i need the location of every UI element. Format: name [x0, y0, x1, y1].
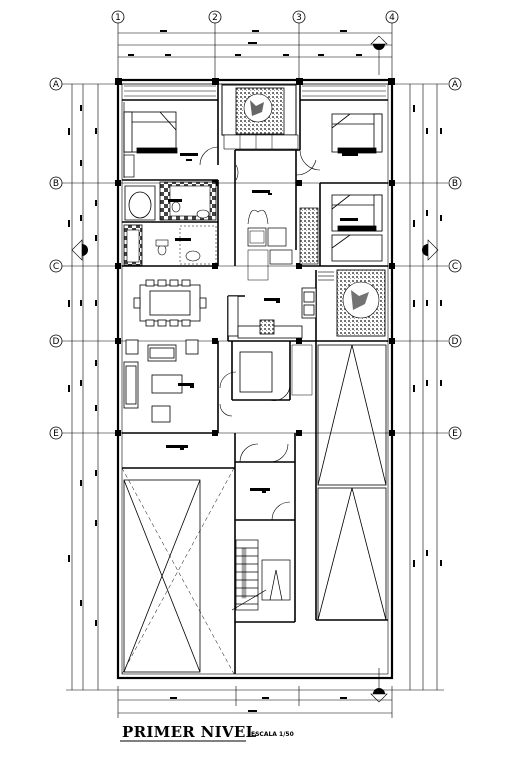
courtyard-top [221, 84, 299, 150]
section-marker-bottom-icon [370, 668, 388, 703]
top-dimension-lines [117, 22, 393, 80]
row-axis-b-right: B [448, 176, 462, 190]
row-axis-d-left-label: D [53, 337, 60, 347]
side-dimension-ticks [68, 105, 442, 626]
row-axis-a-left: A [49, 77, 63, 91]
section-marker-left-icon [71, 239, 88, 261]
interior-walls [122, 84, 388, 674]
row-axis-c-left: C [49, 259, 63, 273]
shelving-right [299, 207, 319, 265]
row-axis-e-left: E [49, 426, 63, 440]
stair-core [231, 443, 291, 611]
hall-center [235, 159, 317, 281]
room-tag-baths [168, 199, 191, 241]
side-dimension-lines [66, 84, 444, 691]
window-right-bedroom [302, 85, 386, 97]
column-axis-3: 3 [292, 10, 306, 24]
bed-left [123, 111, 178, 154]
column-axis-4: 4 [385, 10, 399, 24]
section-marker-top-icon [370, 35, 388, 75]
building-outline [116, 78, 394, 680]
column-axis-2: 2 [208, 10, 222, 24]
window-left-bedroom [124, 85, 216, 97]
row-axis-d-right: D [448, 334, 462, 348]
stair-steps-patio [318, 271, 334, 281]
row-axis-b-right-label: B [452, 179, 458, 189]
room-tag-living [178, 383, 194, 388]
column-axis-1-label: 1 [115, 13, 121, 23]
row-axis-e-right: E [448, 426, 462, 440]
row-axis-b-left-label: B [53, 179, 59, 189]
kitchen-counters [227, 287, 317, 339]
patio-garden [336, 269, 386, 337]
drawing-scale: ESCALA 1/50 [251, 731, 294, 738]
section-marker-right-icon [422, 239, 439, 261]
row-axis-c-right: C [448, 259, 462, 273]
top-dimension-ticks [128, 30, 362, 56]
column-axis-2-label: 2 [212, 13, 218, 23]
dining-table [133, 279, 207, 327]
service-room [219, 344, 313, 417]
drawing-title: PRIMER NIVEL [122, 723, 257, 741]
garage-right-upper [317, 344, 387, 486]
row-axis-c-left-label: C [53, 262, 59, 272]
bed-right-upper [331, 113, 383, 154]
row-axis-e-right-label: E [452, 429, 458, 439]
row-axis-a-left-label: A [53, 80, 60, 90]
bathroom-lower [123, 224, 217, 266]
column-axis-1: 1 [111, 10, 125, 24]
bottom-dimension-lines [117, 686, 393, 718]
row-axis-d-left: D [49, 334, 63, 348]
column-axis-3-label: 3 [296, 13, 302, 23]
living-furniture [123, 339, 199, 423]
row-axis-a-right-label: A [452, 80, 459, 90]
garage-right-lower [317, 487, 387, 621]
room-tag-bedroom-left [180, 153, 198, 161]
row-axis-c-right-label: C [452, 262, 458, 272]
room-tag-stairhall [250, 488, 270, 493]
room-tag-garage-hall [166, 445, 188, 450]
door-swing-bedroom-left [199, 146, 219, 166]
bottom-dimension-ticks [170, 697, 347, 712]
room-tag-bedrooms-right [340, 153, 358, 221]
row-axis-e-left-label: E [53, 429, 59, 439]
row-axis-d-right-label: D [452, 337, 459, 347]
garage-left [121, 467, 235, 675]
row-axis-a-right: A [448, 77, 462, 91]
bed-right-lower [331, 194, 383, 262]
room-tag-kitchen [264, 298, 280, 303]
column-axis-4-label: 4 [389, 13, 395, 23]
wardrobe-left [123, 102, 135, 178]
row-axis-b-left: B [49, 176, 63, 190]
door-swing-bedroom-right [299, 149, 321, 171]
